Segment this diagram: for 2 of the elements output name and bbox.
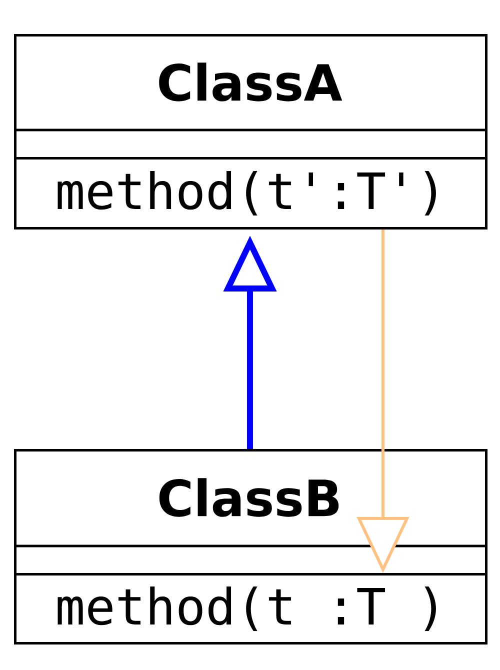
method-compartment: method(t':T') (14, 157, 488, 230)
method-compartment: method(t :T ) (14, 573, 488, 644)
